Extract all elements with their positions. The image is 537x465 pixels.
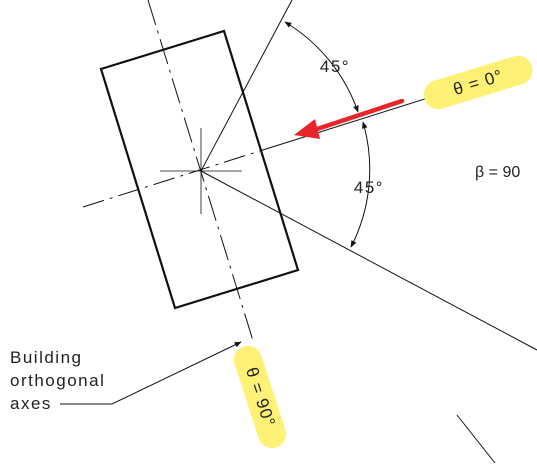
beta-label: β = 90 — [475, 164, 520, 181]
angle-label-lower: 45° — [354, 178, 384, 197]
building-outline — [99, 29, 300, 310]
axes-label-line3: axes — [10, 394, 52, 413]
theta-zero-highlight — [423, 55, 533, 110]
partial-line-bottom-right — [456, 414, 496, 464]
wind-direction-line — [265, 91, 448, 150]
wind-arrow-shaft — [311, 98, 405, 133]
axes-leader-line — [60, 341, 242, 405]
angle-boundary-upper — [200, 0, 293, 172]
building-short-axis — [82, 148, 267, 208]
angle-boundary-lower — [200, 170, 537, 351]
angle-label-upper: 45° — [320, 57, 350, 76]
angle-arc-lower — [350, 121, 371, 248]
angle-arc-upper — [284, 21, 359, 113]
wind-arrow-head — [294, 119, 320, 139]
axes-label-line1: Building — [10, 348, 83, 367]
theta-ninety-highlight — [233, 345, 287, 449]
axes-label-line2: orthogonal — [10, 371, 105, 390]
